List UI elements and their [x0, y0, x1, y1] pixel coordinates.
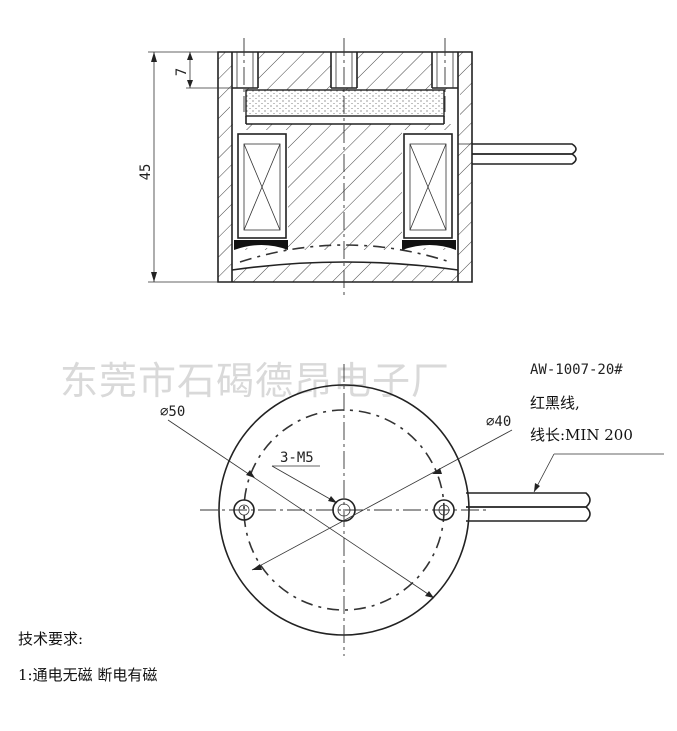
- bolt-center-outline: [330, 52, 358, 89]
- cable-spec-line1: AW-1007-20#: [530, 362, 623, 378]
- magnet-plate: [245, 89, 445, 117]
- hole-right: [433, 499, 455, 521]
- dim-45-label: 45: [138, 164, 154, 181]
- coil-right: [403, 133, 453, 239]
- dia50-label: ⌀50: [160, 404, 185, 420]
- coil-cavity-left: [232, 130, 288, 248]
- bolt-right-outline: [431, 52, 459, 89]
- bolt-left-outline: [231, 52, 259, 89]
- section-view: 45 7: [138, 38, 577, 296]
- plan-cable-lower: [466, 506, 591, 522]
- m5-leader: [271, 465, 338, 504]
- requirements-item-1: 1:通电无磁 断电有磁: [18, 666, 157, 684]
- pole-face-gap: [232, 250, 458, 270]
- dia50-leader: [167, 419, 435, 599]
- cable-upper: [472, 143, 577, 155]
- dim-7-label: 7: [174, 68, 190, 76]
- requirements-title: 技术要求:: [18, 630, 83, 648]
- potting-left: [234, 240, 288, 250]
- cable-spec-line3: 线长:MIN 200: [530, 426, 633, 444]
- cable-lower: [472, 153, 577, 165]
- bolt-hole-left: [232, 52, 258, 88]
- coil-left: [237, 133, 287, 239]
- dia40-leader: [251, 429, 513, 571]
- m5-label: 3-M5: [280, 450, 314, 466]
- dia40-label: ⌀40: [486, 414, 511, 430]
- body-outline: [217, 51, 473, 283]
- cable-spec-line2: 红黑线,: [530, 394, 580, 412]
- hole-left: [233, 499, 255, 521]
- inner-walls: [231, 88, 459, 282]
- plan-view: ⌀50 ⌀40 3-M5: [160, 364, 664, 656]
- hole-center: [332, 498, 356, 522]
- plan-cable-upper: [466, 492, 591, 508]
- potting-right: [402, 240, 456, 250]
- watermark-text: 东莞市石碣德昂电子厂: [60, 359, 450, 403]
- coil-cavity-right: [402, 130, 458, 248]
